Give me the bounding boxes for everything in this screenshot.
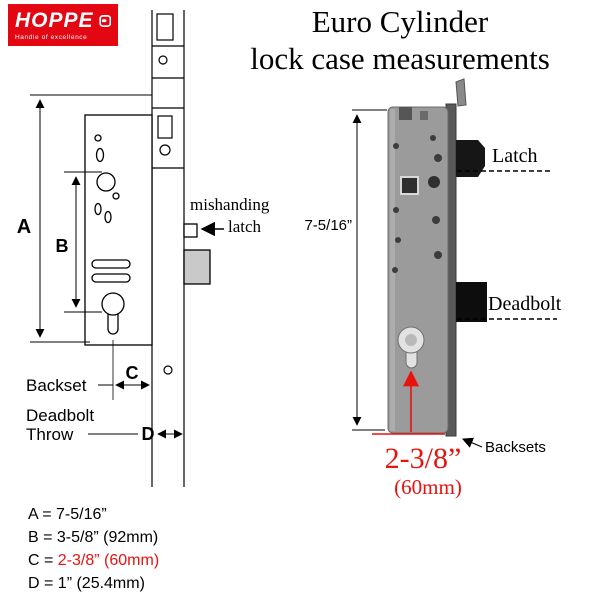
lock-mechanism-line-drawing: A B mishanding latch Backset C Deadbolt …: [17, 10, 270, 487]
legend-line-d: D = 1” (25.4mm): [28, 575, 145, 592]
deadbolt-bolt: [456, 282, 487, 322]
backset-value-mm-label: (60mm): [394, 475, 462, 499]
dimension-height: [352, 109, 387, 431]
backsets-arrow-icon: [462, 437, 483, 448]
legend-line-c-value: 2-3/8” (60mm): [57, 552, 160, 569]
legend-line-c-prefix: C =: [28, 552, 58, 569]
hoppe-logo-row: HOPPE: [15, 9, 111, 33]
hoppe-logo: HOPPE Handle of excellence: [8, 4, 118, 46]
legend-line-c: C = 2-3/8” (60mm): [28, 549, 159, 572]
dimension-a: [30, 94, 152, 343]
latch-bolt-drawing: [183, 249, 211, 285]
mishandling-latch-label-line2: latch: [228, 217, 262, 236]
dim-d-letter: D: [142, 424, 155, 444]
backset-dimension-red: [372, 370, 445, 435]
backset-value-label: 2-3/8”: [385, 442, 462, 475]
handle-screw-hole: [428, 176, 440, 188]
lock-case-photo-diagram: 7-5/16” Latch Deadbolt Backsets 2-3/8” (…: [304, 78, 562, 499]
hoppe-logo-text: HOPPE: [15, 9, 94, 32]
page-title-line1: Euro Cylinder: [311, 4, 489, 39]
latch-label: Latch: [492, 145, 538, 167]
faceplate-strip-drawing: [151, 10, 185, 487]
legend: A = 7-5/16” B = 3-5/8” (92mm) C = 2-3/8”…: [28, 503, 159, 595]
height-dimension-label: 7-5/16”: [304, 217, 352, 234]
mishandling-latch-marker: [183, 223, 198, 238]
deadbolt-label: Deadbolt: [488, 293, 562, 315]
legend-line-a: A = 7-5/16”: [28, 506, 107, 523]
page-title: Euro Cylinder lock case measurements: [205, 3, 595, 77]
case-notch: [399, 107, 412, 120]
lock-case-drawing: [84, 114, 153, 346]
mishandling-latch-label-line1: mishanding: [190, 195, 270, 214]
spindle-pin: [455, 78, 467, 107]
euro-cylinder-profile-drawing: [101, 292, 125, 335]
hoppe-logo-mark-icon: [98, 15, 111, 27]
lock-case-photo: [387, 78, 487, 437]
dimension-b: [64, 171, 102, 313]
backset-label: Backset: [26, 376, 87, 395]
spindle-square-hole: [400, 176, 419, 195]
dim-a-letter: A: [17, 216, 31, 238]
page-title-line2: lock case measurements: [250, 41, 550, 76]
backsets-label: Backsets: [485, 439, 546, 456]
dim-c-letter: C: [126, 363, 139, 383]
dim-b-letter: B: [56, 236, 69, 256]
legend-line-b: B = 3-5/8” (92mm): [28, 529, 159, 546]
deadbolt-throw-label-line1: Deadbolt: [26, 406, 94, 425]
euro-cylinder-hole: [397, 326, 425, 369]
deadbolt-throw-label-line2: Throw: [26, 425, 74, 444]
case-holes: [392, 135, 442, 273]
case-notch-small: [420, 111, 428, 120]
latch-bolt: [456, 140, 485, 177]
hoppe-logo-tagline: Handle of excellence: [15, 34, 88, 41]
